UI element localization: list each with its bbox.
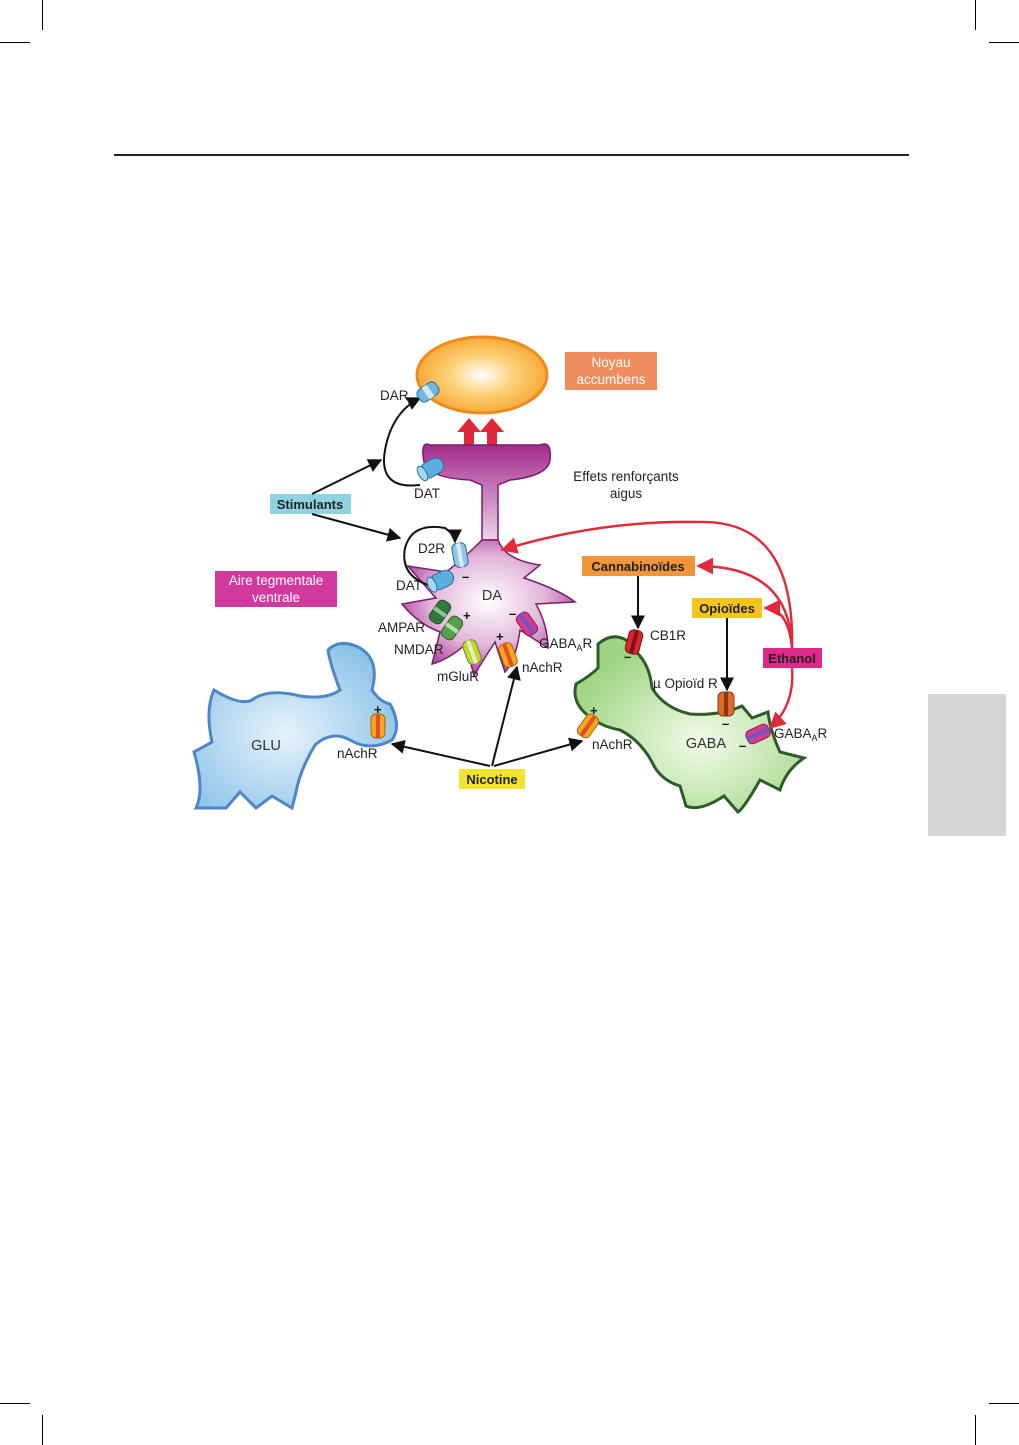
minus-sign-mu: – — [722, 716, 729, 731]
da-terminal-axon — [423, 444, 550, 540]
noyau-accumbens-line2: accumbens — [576, 372, 645, 387]
gaba-label: GABA — [686, 736, 727, 752]
gabaar-da-label: GABAAR — [539, 636, 593, 653]
effets-line1: Effets renforçants — [573, 469, 679, 484]
stimulants-box: Stimulants — [270, 494, 351, 514]
glu-label: GLU — [251, 738, 281, 754]
plus-sign-nachr-da: + — [496, 629, 504, 644]
mu-opioid-receptor — [718, 692, 734, 716]
nachr-gaba-label: nAchR — [592, 737, 633, 752]
cannabinoides-label: Cannabinoïdes — [591, 559, 684, 574]
opioides-box: Opioïdes — [692, 598, 762, 618]
minus-sign-gabaar-da: – — [509, 606, 516, 621]
plus-sign-nachr-glu: + — [374, 702, 382, 717]
nicotine-label: Nicotine — [466, 772, 517, 787]
aire-tegmentale-line2: ventrale — [252, 590, 300, 605]
noyau-accumbens-line1: Noyau — [591, 355, 630, 370]
dat-top-label: DAT — [414, 486, 440, 501]
d2r-label: D2R — [418, 541, 445, 556]
nachr-da-label: nAchR — [522, 660, 563, 675]
nachr-glu-label: nAchR — [337, 746, 378, 761]
arrow-dat-loop-top — [384, 398, 420, 486]
arrow-nicotine-to-glu — [392, 744, 490, 766]
mglur-label: mGluR — [437, 669, 479, 684]
minus-sign-d2r: – — [462, 569, 469, 584]
plus-sign-ampar: + — [463, 608, 471, 623]
ampar-label: AMPAR — [378, 620, 425, 635]
ethanol-label: Ethanol — [768, 651, 816, 666]
cb1r-label: CB1R — [650, 628, 686, 643]
dat-mid-label: DAT — [396, 578, 422, 593]
ethanol-box: Ethanol — [763, 648, 822, 668]
arrow-stimulants-to-dat-top — [312, 460, 381, 494]
stimulants-label: Stimulants — [277, 497, 343, 512]
effets-line2: aigus — [610, 486, 643, 501]
noyau-accumbens-box: Noyau accumbens — [565, 352, 657, 390]
gabaar-gaba-label: GABAAR — [774, 726, 828, 743]
accumbens-cell — [417, 337, 547, 413]
nachr-glu-receptor — [371, 714, 385, 738]
opioides-label: Opioïdes — [699, 601, 755, 616]
nmdar-label: NMDAR — [394, 642, 444, 657]
glu-neuron — [194, 643, 397, 808]
plus-sign-nachr-gaba: + — [590, 703, 598, 718]
cannabinoides-box: Cannabinoïdes — [582, 556, 695, 576]
nicotine-box: Nicotine — [459, 769, 525, 789]
da-label: DA — [482, 588, 502, 604]
arrow-ethanol-to-opioides — [765, 608, 792, 648]
arrow-nicotine-to-da — [492, 667, 517, 766]
dar-label: DAR — [380, 388, 409, 403]
aire-tegmentale-line1: Aire tegmentale — [229, 573, 324, 588]
arrow-stimulants-to-d2r — [312, 514, 400, 538]
minus-sign-gabaar-gaba: – — [739, 738, 746, 753]
arrow-nicotine-to-gaba — [494, 741, 582, 766]
aire-tegmentale-box: Aire tegmentale ventrale — [215, 571, 337, 607]
arrow-ethanol-to-gabaar — [770, 668, 792, 728]
d2r-receptor — [451, 542, 469, 568]
mu-opioid-label: µ Opioïd R — [653, 676, 718, 691]
minus-sign-cb1r: – — [624, 649, 631, 664]
